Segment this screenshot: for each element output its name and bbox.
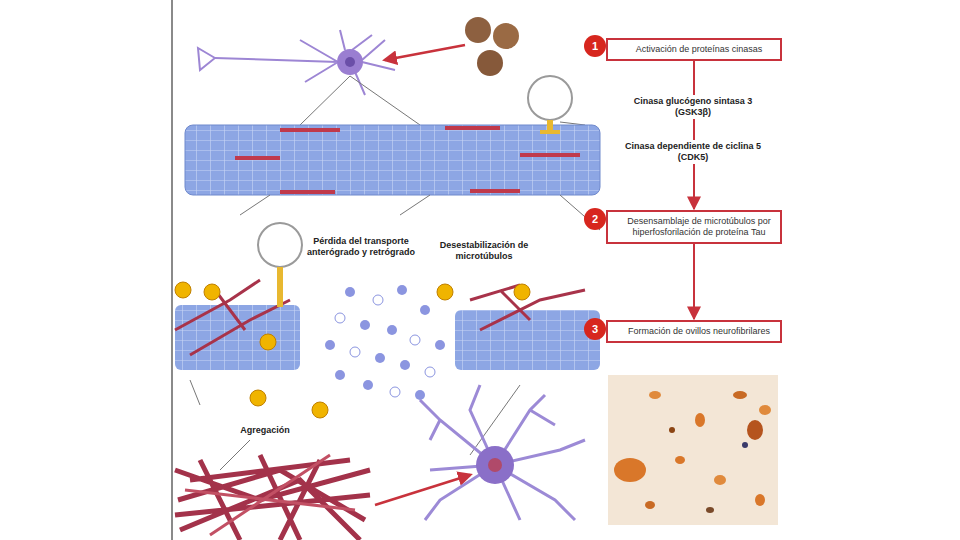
- process-box: Formación de ovillos neurofibrilares: [606, 320, 782, 343]
- sphere: [465, 17, 491, 43]
- annotation-label: Cinasa dependiente de ciclina 5 (CDK5): [615, 140, 771, 164]
- phosphate: [260, 334, 276, 350]
- stain-spot: [614, 458, 646, 482]
- tubulin: [350, 347, 360, 357]
- tubulin-dimers: [325, 285, 445, 400]
- phosphate: [175, 282, 191, 298]
- tubulin: [345, 287, 355, 297]
- stain-spot: [706, 507, 714, 513]
- process-box: Activación de proteínas cinasas: [606, 38, 782, 61]
- microtubule: [185, 125, 600, 195]
- vesicle: [528, 76, 572, 120]
- tubulin: [425, 367, 435, 377]
- neuron-body: [337, 49, 363, 75]
- stain-spot: [714, 475, 726, 485]
- flow-arrow: [693, 244, 695, 319]
- annotation-label: Cinasa glucógeno sintasa 3 (GSK3β): [615, 95, 771, 119]
- stain-spot: [733, 391, 747, 399]
- stain-spot: [645, 501, 655, 509]
- frame-line: [171, 0, 173, 540]
- tau-segment: [280, 128, 340, 132]
- tau-segment: [470, 189, 520, 193]
- tau-segment: [280, 190, 335, 194]
- stain-spot: [675, 456, 685, 464]
- phosphate: [514, 284, 530, 300]
- motor-stalk: [277, 267, 283, 307]
- stain-spot: [755, 494, 765, 506]
- tubulin: [335, 313, 345, 323]
- box-text: Desensamblaje de microtúbulos por hiperf…: [624, 216, 774, 238]
- phosphate-groups: [175, 282, 530, 418]
- annotation-label: Agregación: [225, 425, 305, 436]
- box-text: Formación de ovillos neurofibrilares: [624, 326, 774, 337]
- callout-number: 2: [584, 208, 606, 230]
- micrograph-ground: [608, 375, 778, 525]
- tubulin: [375, 353, 385, 363]
- callout-number: 3: [584, 318, 606, 340]
- microtubule-top: [185, 125, 600, 195]
- neuron-top: [198, 30, 395, 95]
- tubulin: [400, 360, 410, 370]
- leader-line: [300, 76, 585, 125]
- tubulin: [387, 325, 397, 335]
- stain-spot: [695, 413, 705, 427]
- brown-spheres: [465, 17, 519, 76]
- tubulin: [373, 295, 383, 305]
- tubulin: [360, 320, 370, 330]
- microtubule-outline: [185, 125, 600, 195]
- phosphate: [312, 402, 328, 418]
- annotation-label: Desestabilización de microtúbulos: [428, 240, 540, 262]
- tangle-inclusion: [488, 458, 502, 472]
- tubulin: [363, 380, 373, 390]
- tau-segment: [445, 126, 500, 130]
- stain-spot: [759, 405, 771, 415]
- annotation-label: Pérdida del transporte anterógrado y ret…: [305, 236, 417, 258]
- process-box: Desensamblaje de microtúbulos por hiperf…: [606, 210, 782, 244]
- paired-helical-filament: [175, 455, 370, 540]
- tubulin: [410, 335, 420, 345]
- microtubule: [175, 305, 300, 370]
- tubulin: [415, 390, 425, 400]
- leader-line: [240, 195, 600, 230]
- red-arrow: [385, 45, 465, 60]
- leader-line: [190, 380, 520, 470]
- stain-spot: [649, 391, 661, 399]
- stain-spot: [669, 427, 675, 433]
- sphere: [477, 50, 503, 76]
- tubulin: [325, 340, 335, 350]
- neuron-body: [476, 446, 514, 484]
- phosphate: [204, 284, 220, 300]
- neurofibrillary-tangle: [175, 455, 370, 540]
- phosphate: [250, 390, 266, 406]
- phosphate: [437, 284, 453, 300]
- stain-spot: [747, 420, 763, 440]
- vesicle: [258, 223, 302, 267]
- tubulin: [397, 285, 407, 295]
- micrograph: [608, 375, 778, 525]
- callout-number: 1: [584, 35, 606, 57]
- motor-foot: [540, 130, 560, 134]
- paired-helical-filament: [185, 455, 355, 535]
- tubulin: [435, 340, 445, 350]
- tubulin: [335, 370, 345, 380]
- dendrite: [215, 30, 395, 95]
- nucleus: [345, 57, 355, 67]
- tubulin: [390, 387, 400, 397]
- tau-segment: [235, 156, 280, 160]
- axon-terminal: [198, 48, 215, 70]
- neuron-bottom: [420, 385, 585, 520]
- stain-spot: [742, 442, 748, 448]
- sphere: [493, 23, 519, 49]
- tau-fibril: [175, 280, 585, 355]
- flow-arrow: [693, 61, 695, 209]
- tau-segment: [520, 153, 580, 157]
- dendrite: [420, 385, 585, 520]
- box-text: Activación de proteínas cinasas: [624, 44, 774, 55]
- tubulin: [420, 305, 430, 315]
- microtubule-broken: [175, 280, 600, 370]
